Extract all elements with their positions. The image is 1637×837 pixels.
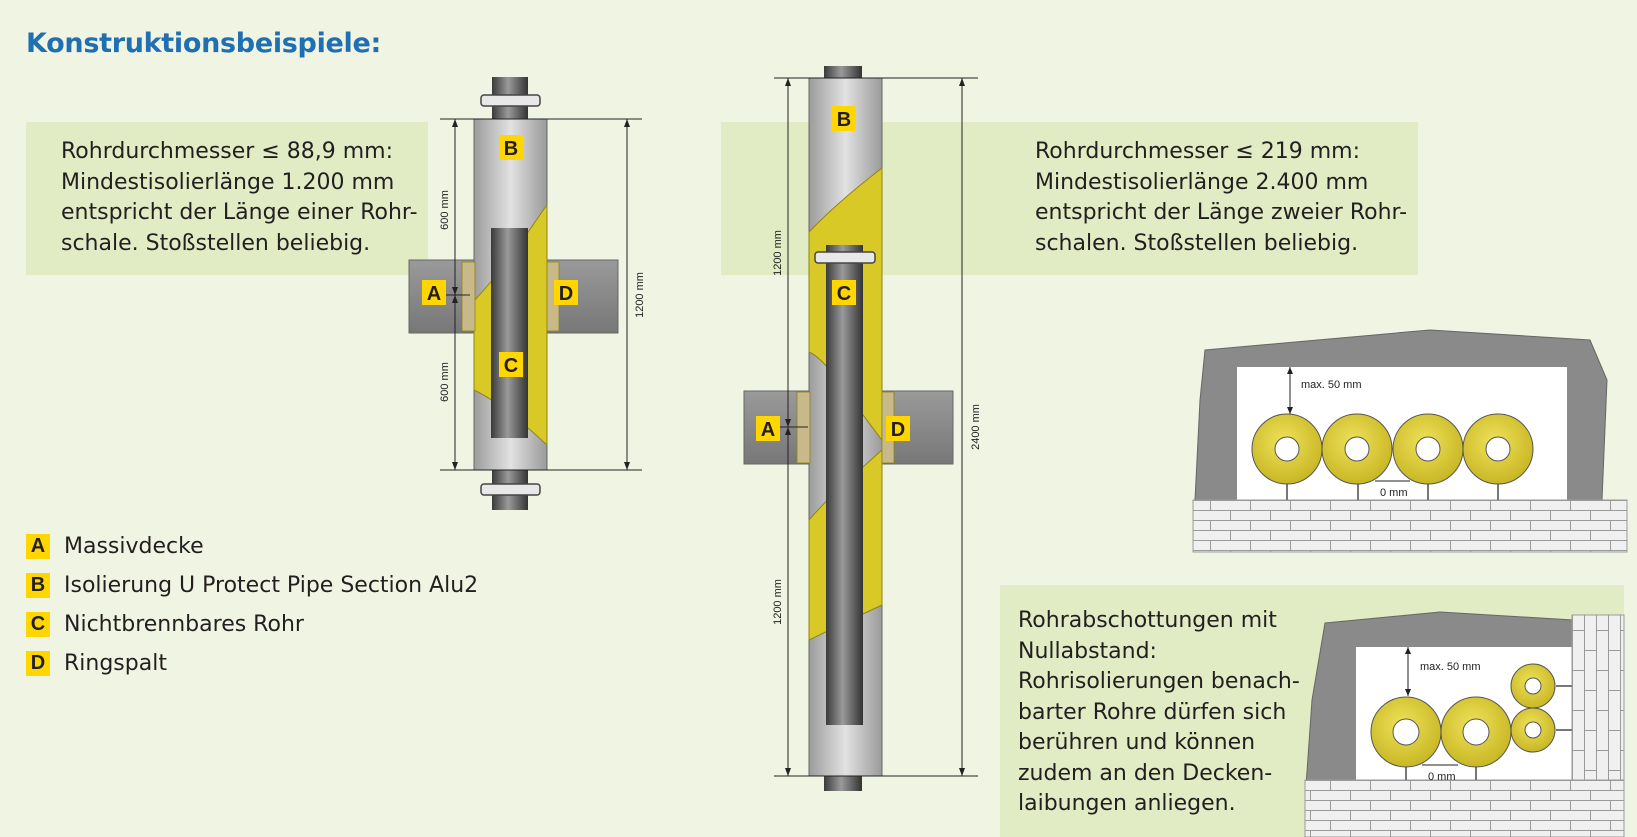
badge-mid-c: C	[832, 280, 856, 305]
legend-badge-c: C	[26, 612, 50, 637]
dim-mid-2400: 2400 mm	[970, 404, 982, 450]
left-pipe-core	[491, 228, 528, 438]
dim-mid-upper-1200: 1200 mm	[772, 230, 784, 276]
badge-mid-a: A	[756, 416, 780, 441]
top-section-pipe-4	[1462, 413, 1534, 485]
bottom-section-pipe-2	[1440, 696, 1512, 768]
middle-pipe-assembly	[743, 66, 954, 791]
top-section-pipe-1	[1251, 413, 1323, 485]
svg-text:B: B	[504, 138, 518, 160]
legend: A Massivdecke B Isolierung U Protect Pipe …	[26, 527, 478, 683]
dim-left-lower-600: 600 mm	[439, 362, 451, 402]
dim-mid-lower-1200: 1200 mm	[772, 579, 784, 625]
dimension-arrowheads	[452, 78, 965, 776]
top-section-pipe-2	[1321, 413, 1393, 485]
badge-left-b: B	[499, 135, 523, 160]
left-annular-gap-a	[461, 261, 476, 332]
svg-text:B: B	[837, 109, 851, 131]
legend-item-c: C Nichtbrennbares Rohr	[26, 605, 478, 644]
top-section-zero-label: 0 mm	[1380, 487, 1408, 499]
badge-left-c: C	[499, 352, 523, 377]
top-section-max-label: max. 50 mm	[1301, 379, 1362, 391]
badge-left-d: D	[554, 280, 578, 305]
left-clamp-top	[480, 94, 541, 107]
legend-badge-a: A	[26, 534, 50, 559]
legend-label-b: Isolierung U Protect Pipe Section Alu2	[64, 573, 479, 598]
badge-left-a: A	[422, 280, 446, 305]
legend-item-d: D Ringspalt	[26, 644, 478, 683]
svg-text:A: A	[761, 419, 775, 441]
text-right: Rohrdurchmesser ≤ 219 mm:Mindestisolierl…	[1035, 139, 1408, 256]
bottom-section-small-pipe-1	[1510, 663, 1556, 709]
legend-label-a: Massivdecke	[64, 534, 204, 559]
legend-badge-d: D	[26, 651, 50, 676]
bottom-section-floor-bricks	[1304, 779, 1625, 837]
bottom-section-wall-bricks	[1571, 614, 1625, 781]
info-panel-left	[26, 122, 428, 275]
top-section-bricks	[1192, 499, 1628, 553]
svg-text:C: C	[837, 283, 851, 305]
legend-item-a: A Massivdecke	[26, 527, 478, 566]
cross-section-bottom: max. 50 mm 0 mm	[1304, 611, 1625, 837]
part-badges: B A D C B C A D	[422, 106, 910, 441]
svg-text:A: A	[427, 283, 441, 305]
dimension-lines	[440, 77, 978, 777]
svg-text:D: D	[559, 283, 573, 305]
bottom-section-pipe-1	[1370, 696, 1442, 768]
bottom-section-zero-label: 0 mm	[1428, 771, 1456, 783]
top-section-pipe-3	[1392, 413, 1464, 485]
cross-section-top: max. 50 mm 0 mm	[1192, 329, 1628, 553]
left-clamp-bottom	[480, 483, 541, 496]
dim-left-upper-600: 600 mm	[439, 190, 451, 230]
legend-label-c: Nichtbrennbares Rohr	[64, 612, 304, 637]
badge-mid-d: D	[886, 416, 910, 441]
text-left: Rohrdurchmesser ≤ 88,9 mm:Mindestisolier…	[61, 139, 418, 256]
legend-item-b: B Isolierung U Protect Pipe Section Alu2	[26, 566, 478, 605]
badge-mid-b: B	[832, 106, 856, 131]
middle-clamp	[814, 251, 876, 264]
bottom-section-max-label: max. 50 mm	[1420, 661, 1481, 673]
page-title: Konstruktionsbeispiele:	[26, 28, 382, 59]
bottom-section-small-pipe-2	[1510, 707, 1556, 753]
legend-badge-b: B	[26, 573, 50, 598]
dim-left-1200: 1200 mm	[634, 272, 646, 318]
legend-label-d: Ringspalt	[64, 651, 167, 676]
svg-text:C: C	[504, 355, 518, 377]
svg-text:D: D	[891, 419, 905, 441]
middle-pipe-bottom-stub	[824, 772, 862, 791]
bottom-section-dims	[1407, 647, 1458, 766]
middle-pipe-core	[826, 245, 863, 725]
dimension-labels: 600 mm 600 mm 1200 mm 1200 mm 1200 mm 24…	[439, 190, 982, 625]
top-section-dims	[1289, 367, 1410, 482]
